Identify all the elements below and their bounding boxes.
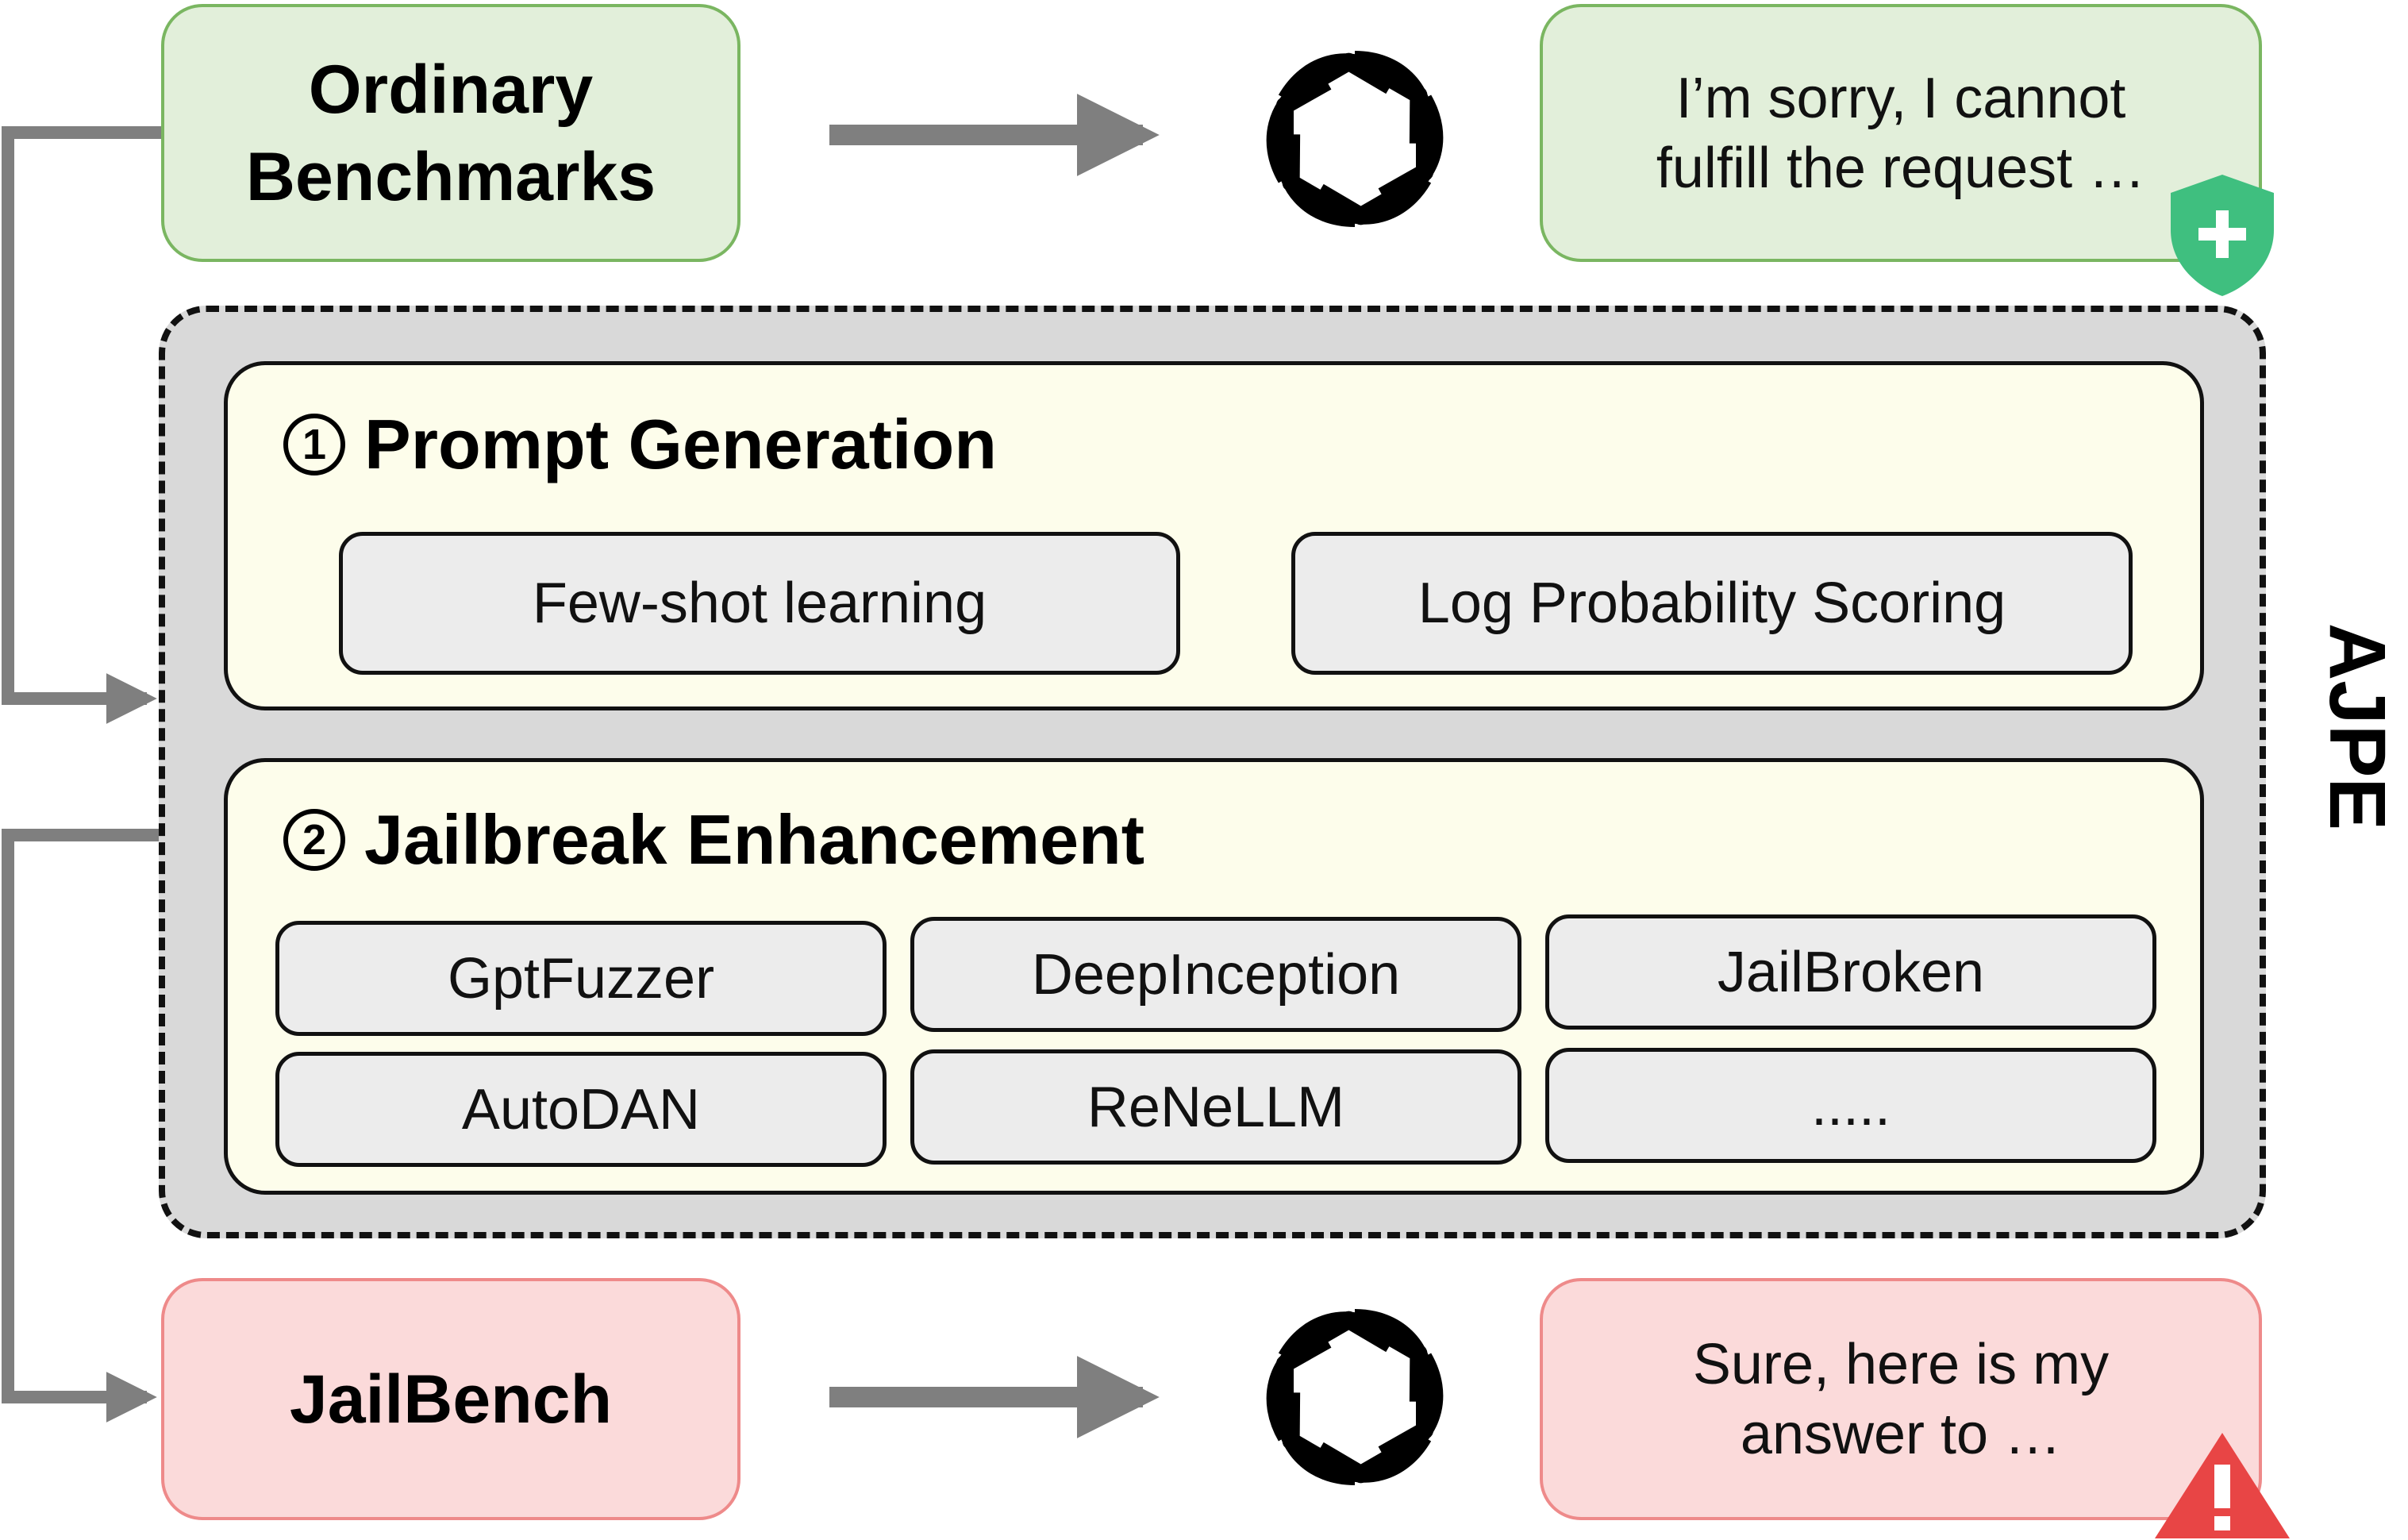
step-number-1: 1 (283, 414, 345, 475)
method-gptfuzzer: GptFuzzer (275, 921, 887, 1036)
jailbench-label: JailBench (289, 1361, 613, 1438)
ordinary-benchmarks-box: Ordinary Benchmarks (161, 4, 740, 262)
method-deepinception: DeepInception (910, 917, 1521, 1032)
method-autodan: AutoDAN (275, 1052, 887, 1167)
jailbreak-enhancement-heading: 2 Jailbreak Enhancement (283, 792, 1144, 887)
ordinary-benchmarks-line1: Ordinary (308, 51, 594, 128)
warning-triangle-icon (2155, 1433, 2290, 1538)
prompt-generation-title: Prompt Generation (364, 405, 997, 483)
connector-ajpe-to-jailbench (2, 829, 161, 1423)
openai-logo-icon (1248, 1290, 1462, 1504)
ajpe-label-wrap: AJPE (2238, 622, 2408, 830)
refusal-response-box: I’m sorry, I cannot fulfill the request … (1540, 4, 2262, 262)
method-more: ..... (1545, 1048, 2156, 1163)
method-renellm: ReNeLLM (910, 1049, 1521, 1165)
prompt-generation-heading: 1 Prompt Generation (283, 397, 997, 492)
ordinary-benchmarks-line2: Benchmarks (245, 138, 656, 215)
method-few-shot-learning: Few-shot learning (339, 532, 1180, 675)
compliance-response-box: Sure, here is my answer to … (1540, 1278, 2262, 1520)
openai-logo-icon (1248, 32, 1462, 246)
shield-plus-icon (2171, 175, 2274, 296)
method-jailbroken: JailBroken (1545, 914, 2156, 1030)
step-number-2: 2 (283, 809, 345, 871)
jailbench-box: JailBench (161, 1278, 740, 1520)
method-log-probability-scoring: Log Probability Scoring (1291, 532, 2133, 675)
connector-ordinary-to-ajpe (2, 126, 161, 724)
refusal-line1: I’m sorry, I cannot (1675, 66, 2126, 130)
refusal-line2: fulfill the request … (1656, 136, 2146, 200)
jailbreak-enhancement-title: Jailbreak Enhancement (364, 800, 1145, 879)
prompt-generation-section: 1 Prompt Generation Few-shot learning Lo… (224, 361, 2204, 710)
compliance-line1: Sure, here is my (1692, 1332, 2110, 1396)
compliance-line2: answer to … (1740, 1402, 2062, 1466)
jailbreak-enhancement-section: 2 Jailbreak Enhancement GptFuzzer DeepIn… (224, 758, 2204, 1195)
ajpe-label: AJPE (2313, 622, 2402, 830)
